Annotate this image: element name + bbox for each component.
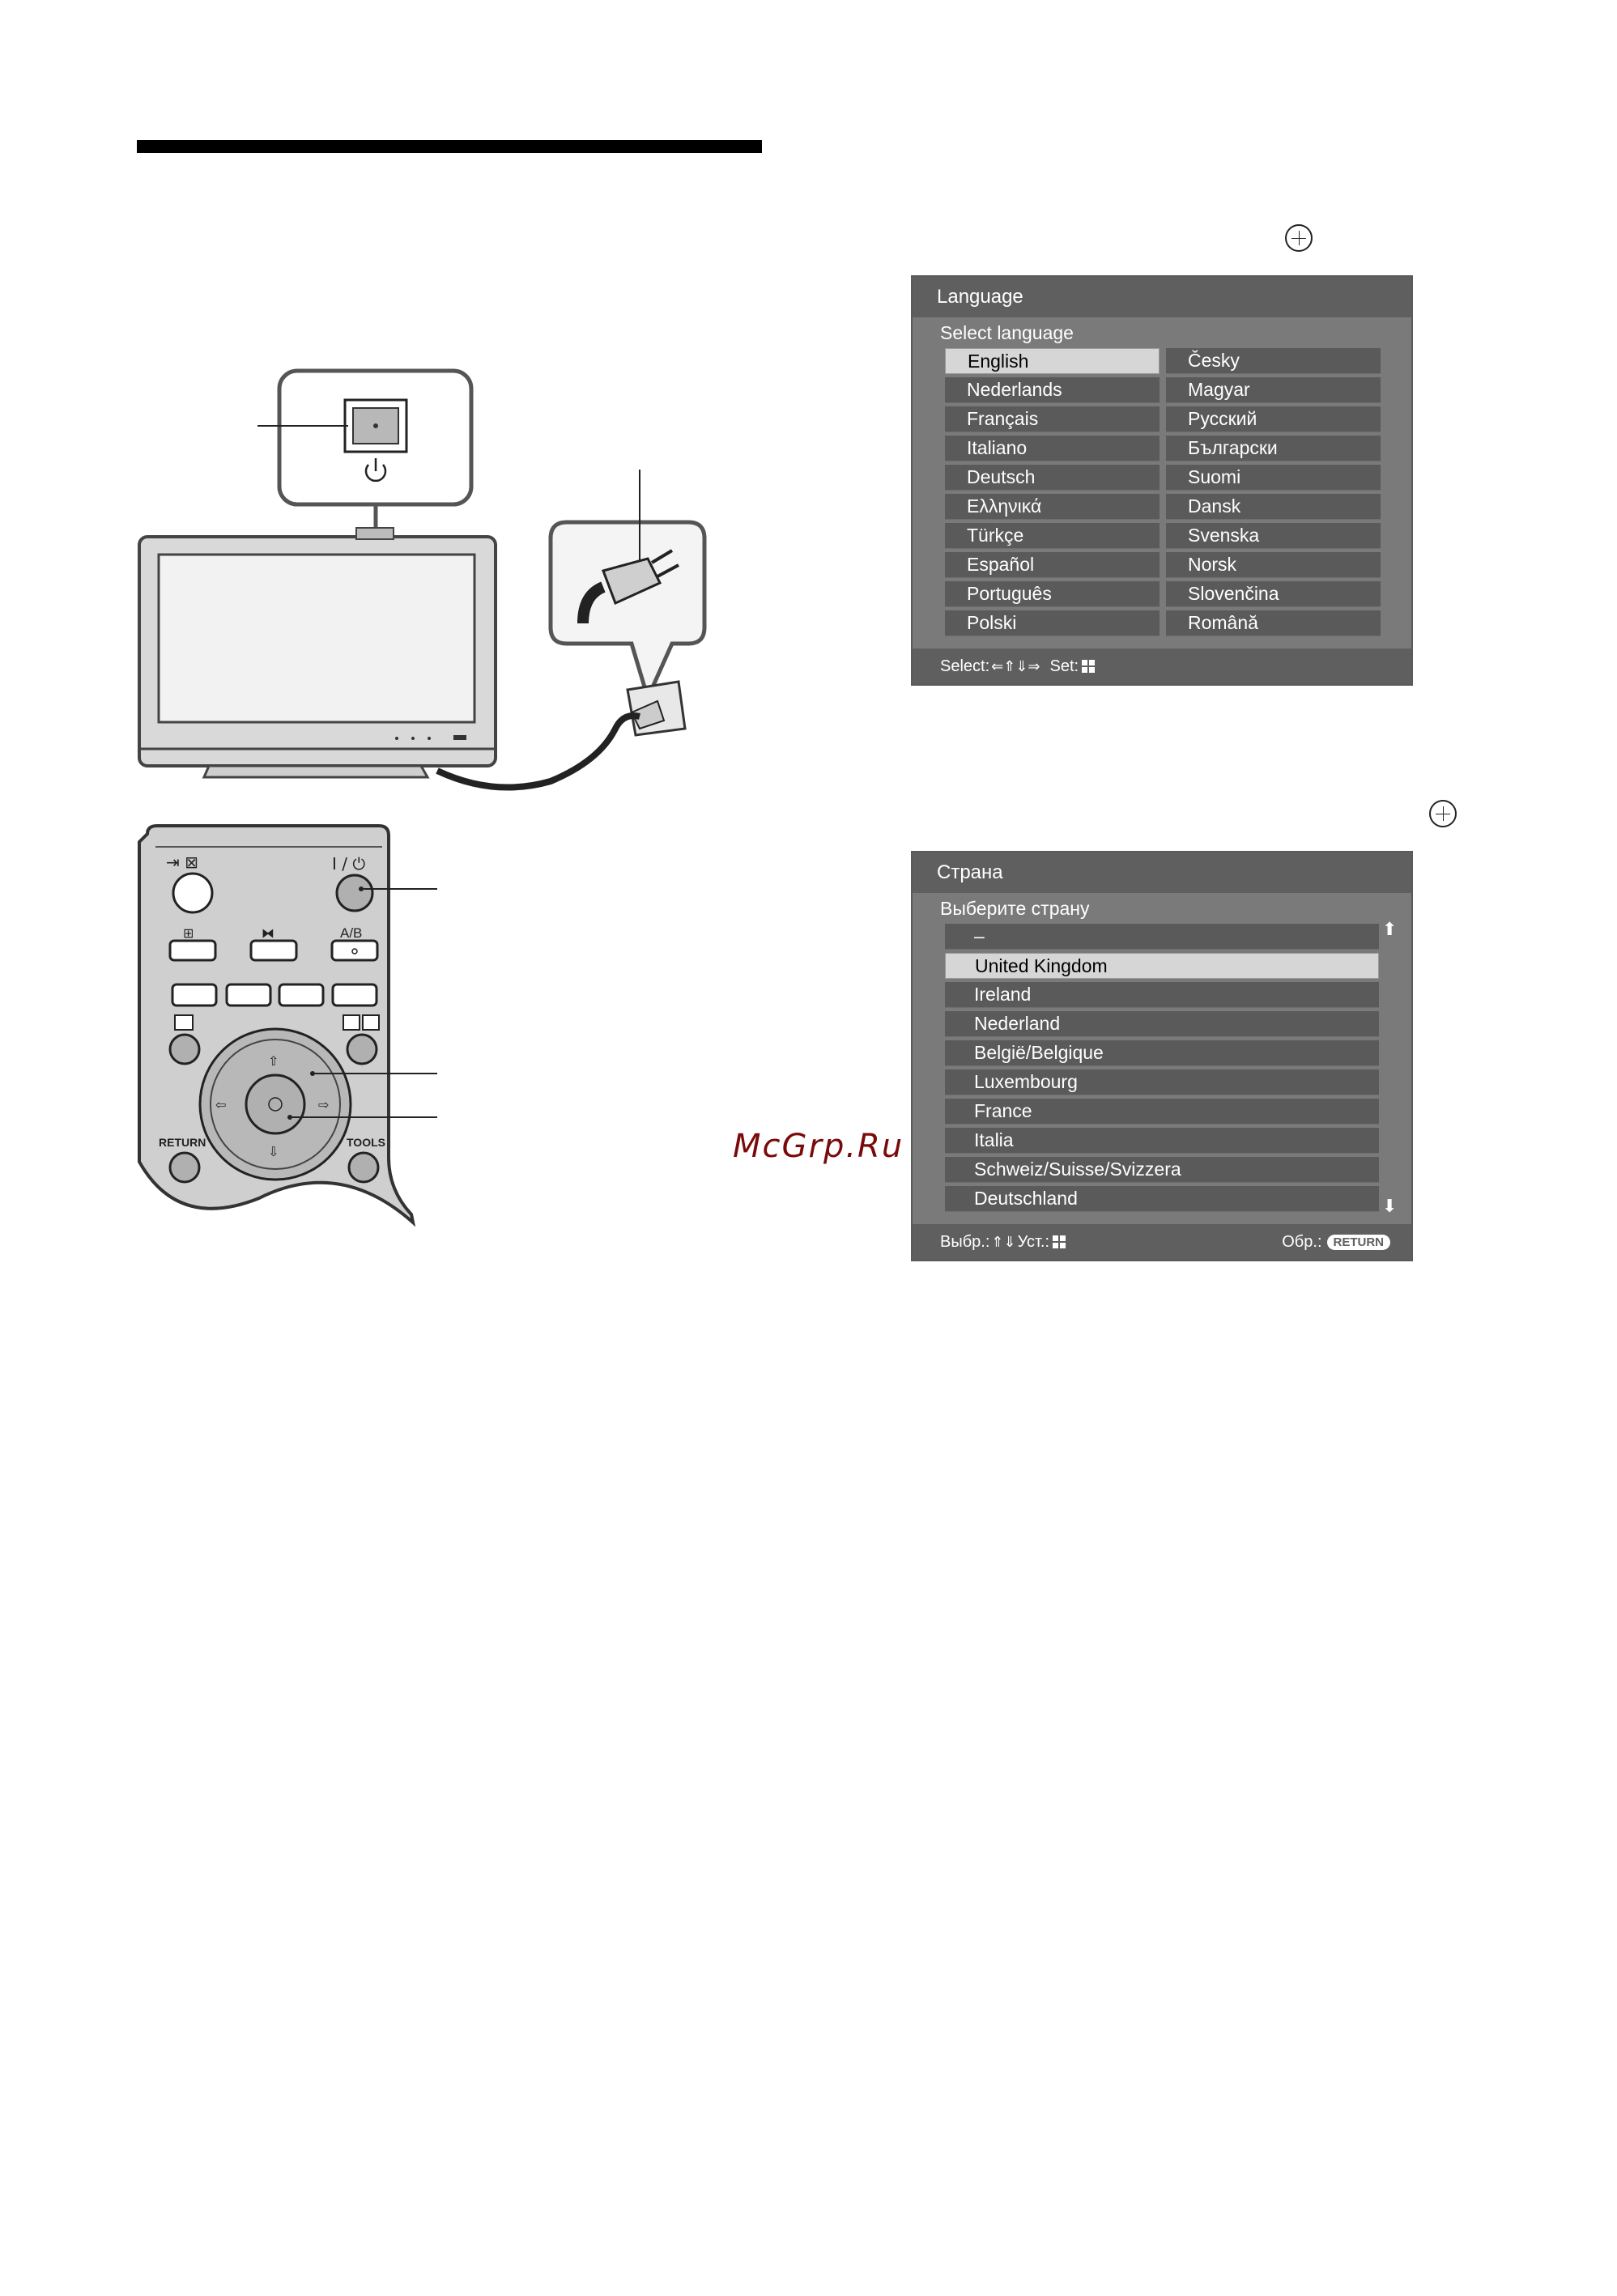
ab-label: A/B (340, 925, 362, 941)
language-option[interactable]: Svenska (1166, 523, 1381, 549)
country-option[interactable]: België/Belgique (945, 1040, 1379, 1066)
return-button (168, 1151, 201, 1184)
language-option[interactable]: Français (945, 406, 1160, 432)
language-option[interactable]: Български (1166, 436, 1381, 461)
enter-symbol-icon-2 (1429, 800, 1457, 827)
country-option[interactable]: – (945, 924, 1379, 950)
power-cable (436, 712, 640, 791)
language-option[interactable]: Suomi (1166, 465, 1381, 491)
footer-select-label-ru: Выбр.: (940, 1232, 990, 1251)
tv-screen (157, 553, 476, 724)
svg-text:⇦: ⇦ (215, 1097, 226, 1112)
language-option[interactable]: Polski (945, 610, 1160, 636)
blue-button (331, 983, 378, 1007)
country-option[interactable]: Nederland (945, 1011, 1379, 1037)
input-button (172, 872, 214, 914)
ok-button (245, 1074, 306, 1135)
footer-set-label: Set: (1049, 657, 1079, 675)
tools-label: TOOLS (347, 1136, 385, 1149)
language-option[interactable]: Magyar (1166, 377, 1381, 403)
language-option[interactable]: Norsk (1166, 552, 1381, 578)
language-menu-footer: Select: ⇐⇑⇓⇒ Set: (913, 648, 1411, 684)
arrows-icon: ⇐⇑⇓⇒ (991, 657, 1040, 674)
io-power-label: I / ⏻ (332, 854, 365, 874)
svg-text:⇨: ⇨ (318, 1097, 329, 1112)
language-option[interactable]: Română (1166, 610, 1381, 636)
footer-select-label: Select: (940, 657, 990, 675)
updown-arrows-icon: ⇑⇓ (991, 1233, 1016, 1250)
language-option[interactable]: Česky (1166, 348, 1381, 374)
language-menu: Language Select language Select: ⇐⇑⇓⇒ Se… (911, 275, 1413, 686)
country-option[interactable]: Luxembourg (945, 1069, 1379, 1095)
language-menu-subtitle: Select language (940, 322, 1074, 343)
country-option[interactable]: Deutschland (945, 1186, 1379, 1212)
enter-symbol-icon (1285, 224, 1313, 252)
svg-text:⇩: ⇩ (268, 1144, 279, 1159)
svg-text:⇥ ⊠: ⇥ ⊠ (166, 852, 198, 872)
language-option[interactable]: Italiano (945, 436, 1160, 461)
scroll-down-icon[interactable]: ⬇ (1382, 1196, 1398, 1216)
country-option[interactable]: Schweiz/Suisse/Svizzera (945, 1157, 1379, 1183)
country-menu-subtitle: Выберите страну (940, 898, 1090, 919)
svg-text:⊞: ⊞ (183, 925, 194, 941)
country-menu-footer: Выбр.: ⇑⇓ Уст.: Обр.: RETURN (913, 1224, 1411, 1260)
green-button (225, 983, 272, 1007)
wall-socket-icon (626, 680, 687, 737)
return-badge: RETURN (1326, 1234, 1390, 1250)
language-option[interactable]: English (945, 348, 1160, 374)
footer-set-label-ru: Уст.: (1017, 1232, 1050, 1251)
red-button (171, 983, 218, 1007)
section-title-bar (137, 140, 762, 153)
set-button-icon-ru (1053, 1235, 1066, 1248)
return-label: RETURN (159, 1136, 206, 1149)
language-option[interactable]: Português (945, 581, 1160, 607)
country-menu: Страна Выберите страну ⬆ ⬇ Выбр.: ⇑⇓ Уст… (911, 851, 1413, 1261)
tv-standby-button (335, 874, 374, 912)
language-option[interactable]: Türkçe (945, 523, 1160, 549)
footer-back-label: Обр.: (1282, 1232, 1322, 1251)
language-option[interactable]: Español (945, 552, 1160, 578)
plug-icon (577, 549, 679, 624)
svg-text:⇧: ⇧ (268, 1053, 279, 1069)
country-menu-title: Страна (913, 852, 1411, 893)
country-option[interactable]: United Kingdom (945, 953, 1379, 979)
language-option[interactable]: Dansk (1166, 494, 1381, 520)
yellow-button (278, 983, 325, 1007)
country-option[interactable]: France (945, 1099, 1379, 1125)
svg-text:⧓: ⧓ (262, 925, 274, 941)
language-option[interactable]: Slovenčina (1166, 581, 1381, 607)
set-button-icon (1082, 660, 1096, 673)
watermark: McGrp.Ru (733, 1128, 904, 1165)
language-option[interactable]: Русский (1166, 406, 1381, 432)
language-menu-title: Language (913, 277, 1411, 317)
tv-connection-illustration (138, 368, 707, 791)
language-option[interactable]: Nederlands (945, 377, 1160, 403)
language-option[interactable]: Deutsch (945, 465, 1160, 491)
scroll-up-icon[interactable]: ⬆ (1382, 919, 1398, 939)
country-option[interactable]: Italia (945, 1128, 1379, 1154)
language-option[interactable]: Ελληνικά (945, 494, 1160, 520)
power-symbol-icon (364, 458, 387, 483)
tools-button (347, 1151, 380, 1184)
country-option[interactable]: Ireland (945, 982, 1379, 1008)
tv-stand (202, 764, 430, 779)
plug-callout-box (548, 520, 707, 704)
remote-control-illustration: ⇥ ⊠ I / ⏻ ⊞ ⧓ A/B ⇧ ⇩ ⇦ ⇨ RETURN TOOLS (138, 824, 437, 1227)
